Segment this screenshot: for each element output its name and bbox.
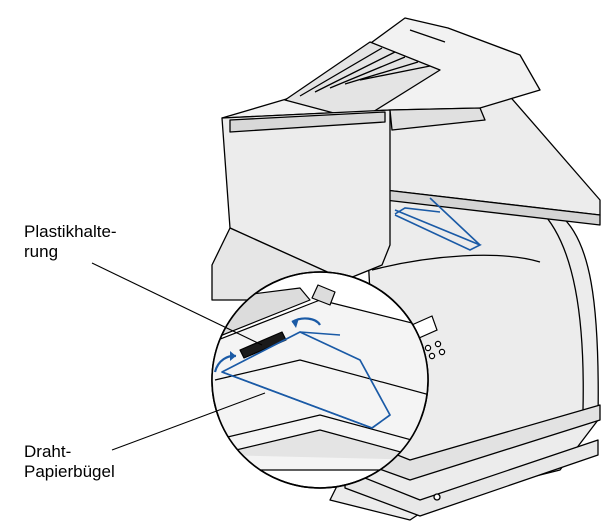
- finisher-unit: [221, 17, 541, 281]
- callout-wire-bail-line2: Papierbügel: [24, 462, 115, 481]
- panel-button-icon: [438, 348, 446, 356]
- leader-line-plastic-holder: [91, 262, 263, 346]
- callout-plastic-holder-line2: rung: [24, 242, 59, 261]
- magnified-detail-circle: [211, 271, 429, 489]
- leader-lines: [91, 262, 266, 451]
- leader-line-wire-bail: [111, 392, 266, 451]
- callout-plastic-holder: Plastikhalte- rung: [24, 222, 117, 262]
- paper-sheet: [394, 197, 482, 251]
- callout-plastic-holder-line1: Plastikhalte-: [24, 222, 117, 241]
- callout-wire-bail-line1: Draht-: [24, 442, 72, 461]
- panel-button-icon: [424, 344, 432, 352]
- panel-button-icon: [434, 340, 442, 348]
- panel-button-icon: [428, 352, 436, 360]
- callout-wire-bail: Draht- Papierbügel: [24, 442, 115, 482]
